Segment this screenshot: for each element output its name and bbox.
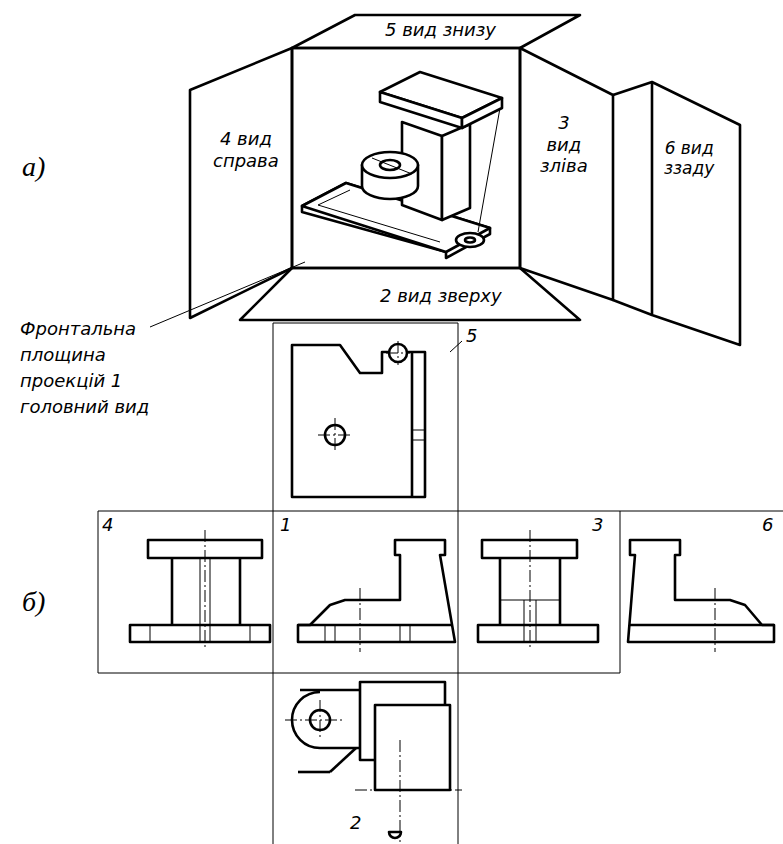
section-letter: а) — [22, 150, 45, 184]
left-view — [478, 530, 598, 650]
front-view — [298, 540, 455, 652]
callout-number: 3 — [592, 514, 603, 536]
bottom-view — [292, 341, 462, 497]
callout-number: 1 — [280, 514, 291, 536]
callout-number: 2 — [350, 812, 361, 834]
view-grid — [98, 323, 783, 844]
part-isometric — [302, 72, 502, 258]
view-label: 5 вид знизу — [385, 19, 496, 41]
callout-number: 4 — [102, 514, 113, 536]
view-label: 3 вид зліва — [540, 112, 588, 177]
view-label: 2 вид зверху — [380, 285, 502, 307]
leader-line — [150, 262, 305, 327]
plane-note: Фронтальна площина проекцій 1 головний в… — [20, 316, 160, 420]
callout-number: 5 — [466, 325, 477, 347]
callout-number: 6 — [762, 514, 773, 536]
view-label: 6 вид ззаду — [664, 138, 714, 179]
right-view — [130, 530, 270, 650]
top-view — [285, 682, 462, 842]
view-label: 4 вид справа — [213, 128, 279, 171]
rear-view — [628, 540, 774, 652]
projection-box — [190, 15, 740, 345]
section-letter: б) — [22, 585, 45, 619]
